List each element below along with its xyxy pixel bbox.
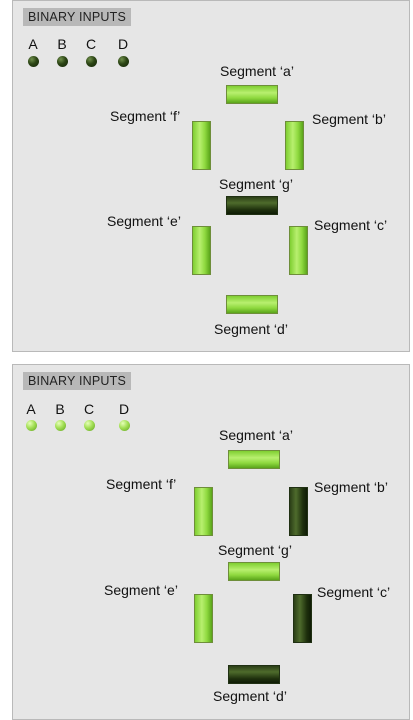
input-label-d: D [118, 401, 130, 417]
input-label-d: D [117, 36, 129, 52]
segment-e [194, 594, 213, 643]
segment-c [293, 594, 312, 643]
input-label-a: A [26, 401, 36, 417]
input-label-c: C [83, 401, 95, 417]
segment-d-label: Segment ‘d’ [214, 321, 288, 337]
input-led-b[interactable] [55, 420, 66, 431]
segment-g-label: Segment ‘g’ [218, 542, 292, 558]
segment-g-label: Segment ‘g’ [219, 176, 293, 192]
segment-g [226, 196, 278, 215]
segment-a [228, 450, 280, 469]
segment-e-label: Segment ‘e’ [104, 582, 178, 598]
input-led-d[interactable] [118, 56, 129, 67]
segment-d [228, 665, 280, 684]
segment-f-label: Segment ‘f’ [110, 108, 181, 124]
segment-b [289, 487, 308, 536]
segment-g [228, 562, 280, 581]
segment-a [226, 85, 278, 104]
seven-segment-panel-2: BINARY INPUTS A B C D Segment ‘a’ Segmen… [12, 364, 410, 720]
segment-d-label: Segment ‘d’ [213, 688, 287, 704]
input-led-c[interactable] [84, 420, 95, 431]
segment-e [192, 226, 211, 275]
binary-inputs-header: BINARY INPUTS [23, 8, 131, 26]
input-led-a[interactable] [28, 56, 39, 67]
input-led-b[interactable] [57, 56, 68, 67]
segment-f [194, 487, 213, 536]
seven-segment-panel-1: BINARY INPUTS A B C D Segment ‘a’ Segmen… [12, 0, 410, 352]
segment-f-label: Segment ‘f’ [106, 476, 177, 492]
binary-inputs-header: BINARY INPUTS [23, 372, 131, 390]
input-led-d[interactable] [119, 420, 130, 431]
segment-c-label: Segment ‘c’ [317, 584, 391, 600]
segment-b-label: Segment ‘b’ [312, 111, 386, 127]
segment-c [289, 226, 308, 275]
segment-f [192, 121, 211, 170]
input-label-b: B [57, 36, 67, 52]
segment-a-label: Segment ‘a’ [220, 63, 294, 79]
segment-d [226, 295, 278, 314]
segment-c-label: Segment ‘c’ [314, 217, 388, 233]
input-label-a: A [28, 36, 38, 52]
segment-a-label: Segment ‘a’ [219, 427, 293, 443]
input-label-b: B [55, 401, 65, 417]
input-label-c: C [85, 36, 97, 52]
input-led-a[interactable] [26, 420, 37, 431]
segment-b [285, 121, 304, 170]
segment-b-label: Segment ‘b’ [314, 479, 388, 495]
input-led-c[interactable] [86, 56, 97, 67]
segment-e-label: Segment ‘e’ [107, 213, 181, 229]
